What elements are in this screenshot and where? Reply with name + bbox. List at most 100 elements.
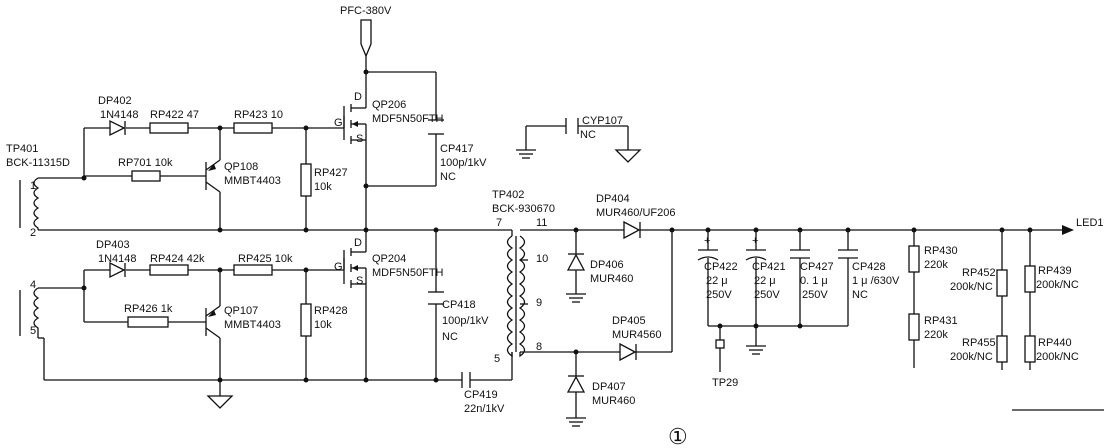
cp418-ref: CP418 bbox=[442, 299, 476, 311]
rp426-label: RP426 1k bbox=[124, 303, 173, 315]
capacitor-cyp107: CYP107 NC bbox=[565, 115, 623, 141]
rp423-label: RP423 10 bbox=[234, 109, 283, 121]
qp107-ref: QP107 bbox=[224, 305, 258, 317]
tp402-pin-11: 11 bbox=[536, 217, 547, 229]
qp108-part: MMBT4403 bbox=[224, 175, 281, 187]
ground-icon bbox=[206, 395, 234, 409]
tp402-pin-8: 8 bbox=[536, 341, 542, 353]
rp455-value: 200k/NC bbox=[950, 351, 993, 363]
cyp107-note: NC bbox=[580, 129, 596, 141]
wires bbox=[38, 19, 1104, 418]
ground-icon bbox=[566, 293, 586, 303]
cyp107-ref: CYP107 bbox=[582, 115, 623, 127]
cp421-voltage: 250V bbox=[754, 289, 780, 301]
resistor-rp430: RP430 220k bbox=[908, 245, 958, 273]
cp421-ref: CP421 bbox=[752, 261, 786, 273]
tp401-ref: TP401 bbox=[6, 143, 38, 155]
ground-icon bbox=[566, 417, 586, 427]
dp403-ref: DP403 bbox=[96, 239, 130, 251]
resistor-rp424: RP424 42k bbox=[149, 253, 205, 276]
rp452-ref: RP452 bbox=[962, 267, 996, 279]
cp422-voltage: 250V bbox=[706, 289, 732, 301]
diode-dp402: DP402 1N4148 bbox=[98, 95, 139, 137]
rp439-value: 200k/NC bbox=[1036, 279, 1079, 291]
cp427-value: 0. 1 μ bbox=[800, 275, 828, 287]
qp204-ref: QP204 bbox=[372, 253, 406, 265]
cp421-plus: + bbox=[752, 235, 758, 247]
cp428-value: 1 μ /630V bbox=[852, 275, 900, 287]
capacitor-cp419: CP419 22n/1kV bbox=[461, 372, 505, 415]
tp401-part: BCK-11315D bbox=[6, 157, 70, 169]
resistor-rp452: RP452 200k/NC bbox=[950, 267, 1008, 297]
qp204-d: D bbox=[354, 237, 362, 249]
cp428-ref: CP428 bbox=[852, 261, 886, 273]
cp421-value: 22 μ bbox=[754, 275, 776, 287]
tp402-part: BCK-930670 bbox=[492, 203, 555, 215]
resistor-rp455: RP455 200k/NC bbox=[950, 335, 1008, 363]
dp405-part: MUR4560 bbox=[612, 329, 662, 341]
resistor-rp427: RP427 10k bbox=[300, 163, 348, 197]
output-arrow bbox=[1062, 225, 1074, 235]
dp402-part: 1N4148 bbox=[100, 109, 139, 121]
ground-icon bbox=[614, 149, 642, 163]
cp418-value: 100p/1kV bbox=[442, 315, 489, 327]
qp204-g: G bbox=[334, 261, 343, 273]
rp425-label: RP425 10k bbox=[238, 253, 293, 265]
tp402-ref: TP402 bbox=[492, 189, 524, 201]
tp401-pin-2: 2 bbox=[30, 227, 36, 239]
supply-label: PFC-380V bbox=[340, 5, 392, 17]
diode-dp406: DP406 MUR460 bbox=[566, 253, 633, 285]
cp419-value: 22n/1kV bbox=[464, 403, 505, 415]
cp417-value: 100p/1kV bbox=[440, 157, 487, 169]
rp427-value: 10k bbox=[314, 181, 332, 193]
diode-dp403: DP403 1N4148 bbox=[96, 239, 137, 279]
cp427-ref: CP427 bbox=[800, 261, 834, 273]
dp404-part: MUR460/UF206 bbox=[596, 207, 675, 219]
dp406-part: MUR460 bbox=[590, 273, 633, 285]
qp206-part: MDF5N50FTH bbox=[372, 113, 444, 125]
diode-dp407: DP407 MUR460 bbox=[566, 375, 635, 407]
tp402-pin-9: 9 bbox=[536, 297, 542, 309]
rp428-value: 10k bbox=[314, 319, 332, 331]
page-marker: ① bbox=[668, 424, 688, 448]
bjt-qp108: QP108 MMBT4403 bbox=[205, 159, 281, 193]
cp422-value: 22 μ bbox=[706, 275, 728, 287]
dp405-ref: DP405 bbox=[612, 315, 646, 327]
rp430-ref: RP430 bbox=[924, 245, 958, 257]
dp406-ref: DP406 bbox=[590, 259, 624, 271]
resistor-rp439: RP439 200k/NC bbox=[1024, 265, 1079, 293]
cp417-note: NC bbox=[440, 171, 456, 183]
qp206-d: D bbox=[354, 91, 362, 103]
cp422-ref: CP422 bbox=[704, 261, 738, 273]
capacitor-cp417: CP417 100p/1kV NC bbox=[428, 119, 487, 183]
mosfet-qp206: QP206 MDF5N50FTH D G S bbox=[334, 91, 444, 146]
resistor-rp440: RP440 200k/NC bbox=[1024, 335, 1079, 363]
capacitor-cp422: + CP422 22 μ 250V bbox=[697, 235, 738, 301]
dp404-ref: DP404 bbox=[596, 193, 630, 205]
rp428-ref: RP428 bbox=[314, 305, 348, 317]
capacitor-cp427: CP427 0. 1 μ 250V bbox=[790, 249, 834, 301]
resistor-rp426: RP426 1k bbox=[124, 303, 173, 328]
capacitor-cp421: + CP421 22 μ 250V bbox=[745, 235, 786, 301]
mosfet-qp204: QP204 MDF5N50FTH D G S bbox=[334, 237, 444, 288]
tp29-label: TP29 bbox=[712, 377, 738, 389]
rp440-value: 200k/NC bbox=[1036, 351, 1079, 363]
output-label: LED1 bbox=[1076, 217, 1104, 229]
rp440-ref: RP440 bbox=[1038, 337, 1072, 349]
qp108-ref: QP108 bbox=[224, 161, 258, 173]
resistor-rp422: RP422 47 bbox=[149, 109, 199, 134]
rp424-label: RP424 42k bbox=[150, 253, 205, 265]
ground-icon bbox=[516, 149, 536, 159]
dp402-ref: DP402 bbox=[98, 95, 132, 107]
resistor-rp425: RP425 10k bbox=[233, 253, 293, 276]
rp430-value: 220k bbox=[924, 259, 948, 271]
junction-dots bbox=[81, 69, 1033, 383]
cp422-plus: + bbox=[704, 235, 710, 247]
resistor-rp423: RP423 10 bbox=[233, 109, 283, 134]
cp419-ref: CP419 bbox=[464, 389, 498, 401]
capacitor-cp428: CP428 1 μ /630V NC bbox=[838, 249, 900, 301]
resistor-rp431: RP431 220k bbox=[908, 313, 958, 341]
cp428-note: NC bbox=[852, 289, 868, 301]
rp431-value: 220k bbox=[924, 329, 948, 341]
qp204-s: S bbox=[356, 275, 363, 287]
